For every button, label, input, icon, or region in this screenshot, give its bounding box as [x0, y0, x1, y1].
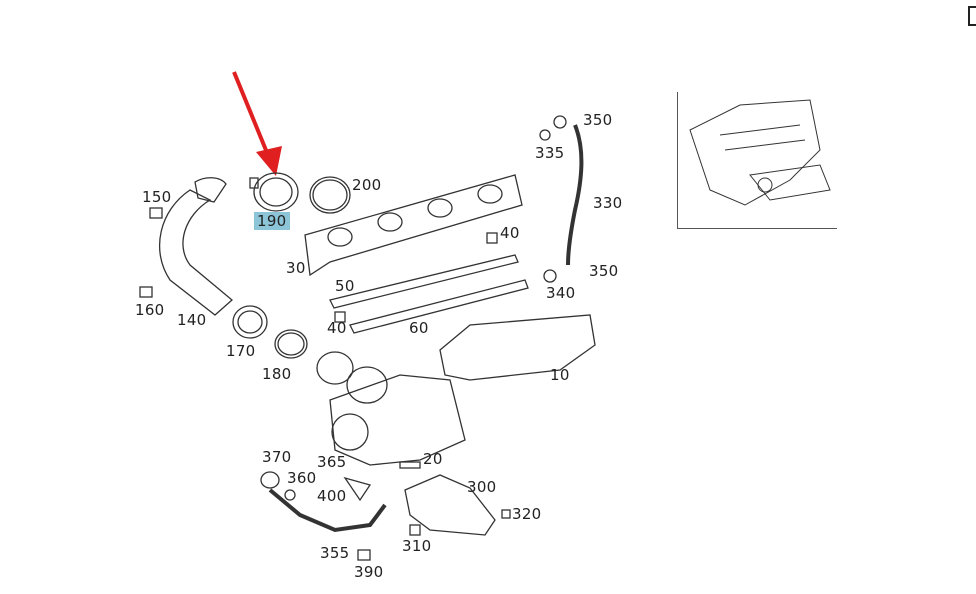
- part-label: 350: [583, 111, 613, 129]
- nut-40-lower: [334, 311, 346, 323]
- part-label: 170: [226, 342, 256, 360]
- gasket-370: [260, 471, 280, 489]
- seal-ring-360: [284, 489, 296, 501]
- seal-ring-335: [539, 129, 551, 141]
- part-label-highlighted: 190: [254, 212, 290, 230]
- gasket-30: [304, 174, 523, 277]
- clamp-190: [249, 172, 299, 212]
- engine-overview-thumbnail: [689, 99, 831, 206]
- bolt-160: [139, 286, 153, 298]
- gasket-60: [349, 279, 529, 334]
- clamp-200: [309, 176, 351, 214]
- oil-line-330: [566, 124, 584, 266]
- part-label: 50: [335, 277, 355, 295]
- charge-air-hose-140: [158, 189, 233, 316]
- part-label: 360: [287, 469, 317, 487]
- part-label: 390: [354, 563, 384, 581]
- bolt-150: [149, 207, 163, 219]
- banjo-bolt-350: [553, 115, 567, 129]
- stud-20: [399, 461, 421, 469]
- part-label: 160: [135, 301, 165, 319]
- part-label: 60: [409, 319, 429, 337]
- clamp-170: [232, 305, 268, 339]
- part-label: 340: [546, 284, 576, 302]
- part-label: 40: [327, 319, 347, 337]
- part-label: 320: [512, 505, 542, 523]
- part-label: 140: [177, 311, 207, 329]
- part-label: 180: [262, 365, 292, 383]
- overview-inset-frame: [677, 92, 837, 229]
- part-label: 300: [467, 478, 497, 496]
- part-label: 30: [286, 259, 306, 277]
- part-label: 330: [593, 194, 623, 212]
- oil-return-pipe: [268, 488, 387, 533]
- hose-connector: [194, 177, 227, 203]
- part-label: 150: [142, 188, 172, 206]
- part-label: 400: [317, 487, 347, 505]
- part-label: 310: [402, 537, 432, 555]
- nut-40-upper: [486, 232, 498, 244]
- part-label: 40: [500, 224, 520, 242]
- part-label: 10: [550, 366, 570, 384]
- clamp-180: [274, 329, 308, 359]
- bolt-310: [409, 524, 421, 536]
- part-label: 350: [589, 262, 619, 280]
- part-label: 370: [262, 448, 292, 466]
- gasket-30-ports: [327, 184, 503, 247]
- gasket-50: [329, 254, 519, 309]
- gasket-365: [343, 476, 372, 502]
- part-label: 200: [352, 176, 382, 194]
- heat-shield-300: [404, 474, 496, 536]
- nut-320: [501, 509, 511, 519]
- bolt-390: [357, 549, 371, 561]
- exhaust-manifold-10: [439, 314, 596, 381]
- part-label: 20: [423, 450, 443, 468]
- expand-icon[interactable]: [968, 6, 976, 26]
- turbocharger: [316, 351, 466, 466]
- part-label: 365: [317, 453, 347, 471]
- red-arrow-indicator: [232, 71, 282, 176]
- part-label: 335: [535, 144, 565, 162]
- seal-ring-340: [543, 269, 557, 283]
- part-label: 355: [320, 544, 350, 562]
